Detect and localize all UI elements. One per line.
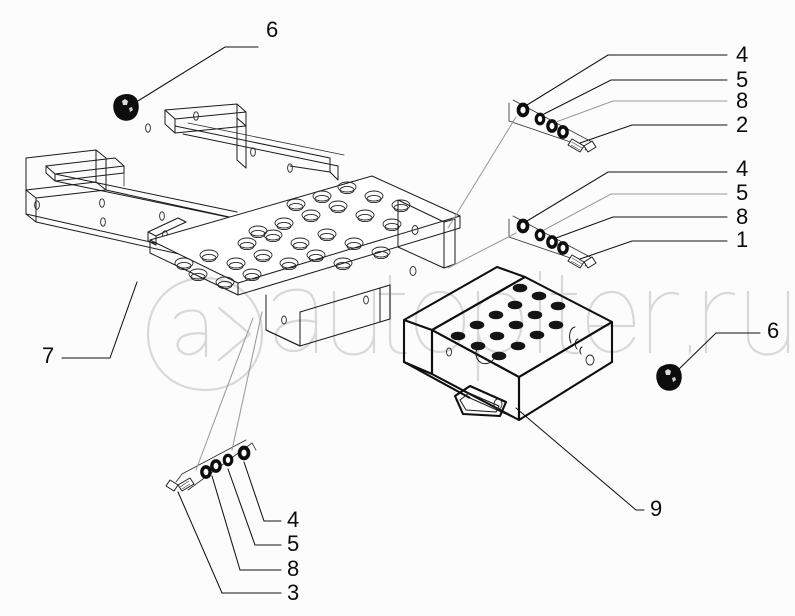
callout-7-step-frame: 7 bbox=[42, 343, 55, 368]
leader-lines bbox=[61, 46, 761, 594]
callout-6-top: 6 bbox=[266, 17, 279, 42]
step-frame-rail bbox=[25, 103, 345, 279]
battery-box-cover bbox=[402, 265, 614, 422]
hardware-group-bottom-left bbox=[165, 439, 257, 492]
nut-right bbox=[656, 364, 682, 391]
part-washer-5 bbox=[534, 228, 546, 242]
part-washer-5 bbox=[222, 453, 234, 467]
part-nut-4 bbox=[516, 218, 530, 234]
watermark-logo-glyph bbox=[146, 276, 264, 392]
callout-4-lower-right: 4 bbox=[736, 156, 749, 181]
callout-3-bottom-left: 3 bbox=[287, 580, 300, 605]
antislip-holes bbox=[174, 181, 411, 290]
callout-6-right: 6 bbox=[767, 318, 780, 343]
part-bolt-2 bbox=[567, 138, 597, 153]
callout-5-lower-right: 5 bbox=[736, 180, 749, 205]
part-bolt-3 bbox=[165, 477, 195, 492]
part-bolt-1 bbox=[567, 254, 597, 269]
callout-8-bottom-left: 8 bbox=[287, 556, 300, 581]
part-washer-8b bbox=[557, 241, 569, 255]
callout-9-battery-box: 9 bbox=[650, 496, 663, 521]
callout-8-upper-right: 8 bbox=[736, 88, 749, 113]
callout-1-lower-right: 1 bbox=[736, 227, 749, 252]
part-washer-8b bbox=[200, 465, 212, 479]
nut-top-left bbox=[113, 94, 139, 121]
callout-5-bottom-left: 5 bbox=[287, 531, 300, 556]
watermark-wordmark bbox=[272, 270, 790, 382]
hardware-group-lower-right bbox=[508, 215, 597, 269]
part-washer-8 bbox=[546, 235, 558, 249]
callout-4-upper-right: 4 bbox=[736, 42, 749, 67]
step-plate bbox=[147, 175, 461, 347]
part-nut-4 bbox=[516, 102, 530, 118]
part-washer-8 bbox=[210, 459, 222, 473]
part-washer-5 bbox=[534, 112, 546, 126]
callout-5-upper-right: 5 bbox=[736, 67, 749, 92]
part-nut-4 bbox=[237, 445, 251, 461]
part-washer-8 bbox=[546, 119, 558, 133]
part-washer-8b bbox=[557, 125, 569, 139]
battery-box-vent-holes bbox=[450, 283, 566, 361]
hardware-group-upper-right bbox=[508, 99, 597, 153]
callout-4-bottom-left: 4 bbox=[287, 507, 300, 532]
callout-8-lower-right: 8 bbox=[736, 204, 749, 229]
callout-2-upper-right: 2 bbox=[736, 112, 749, 137]
